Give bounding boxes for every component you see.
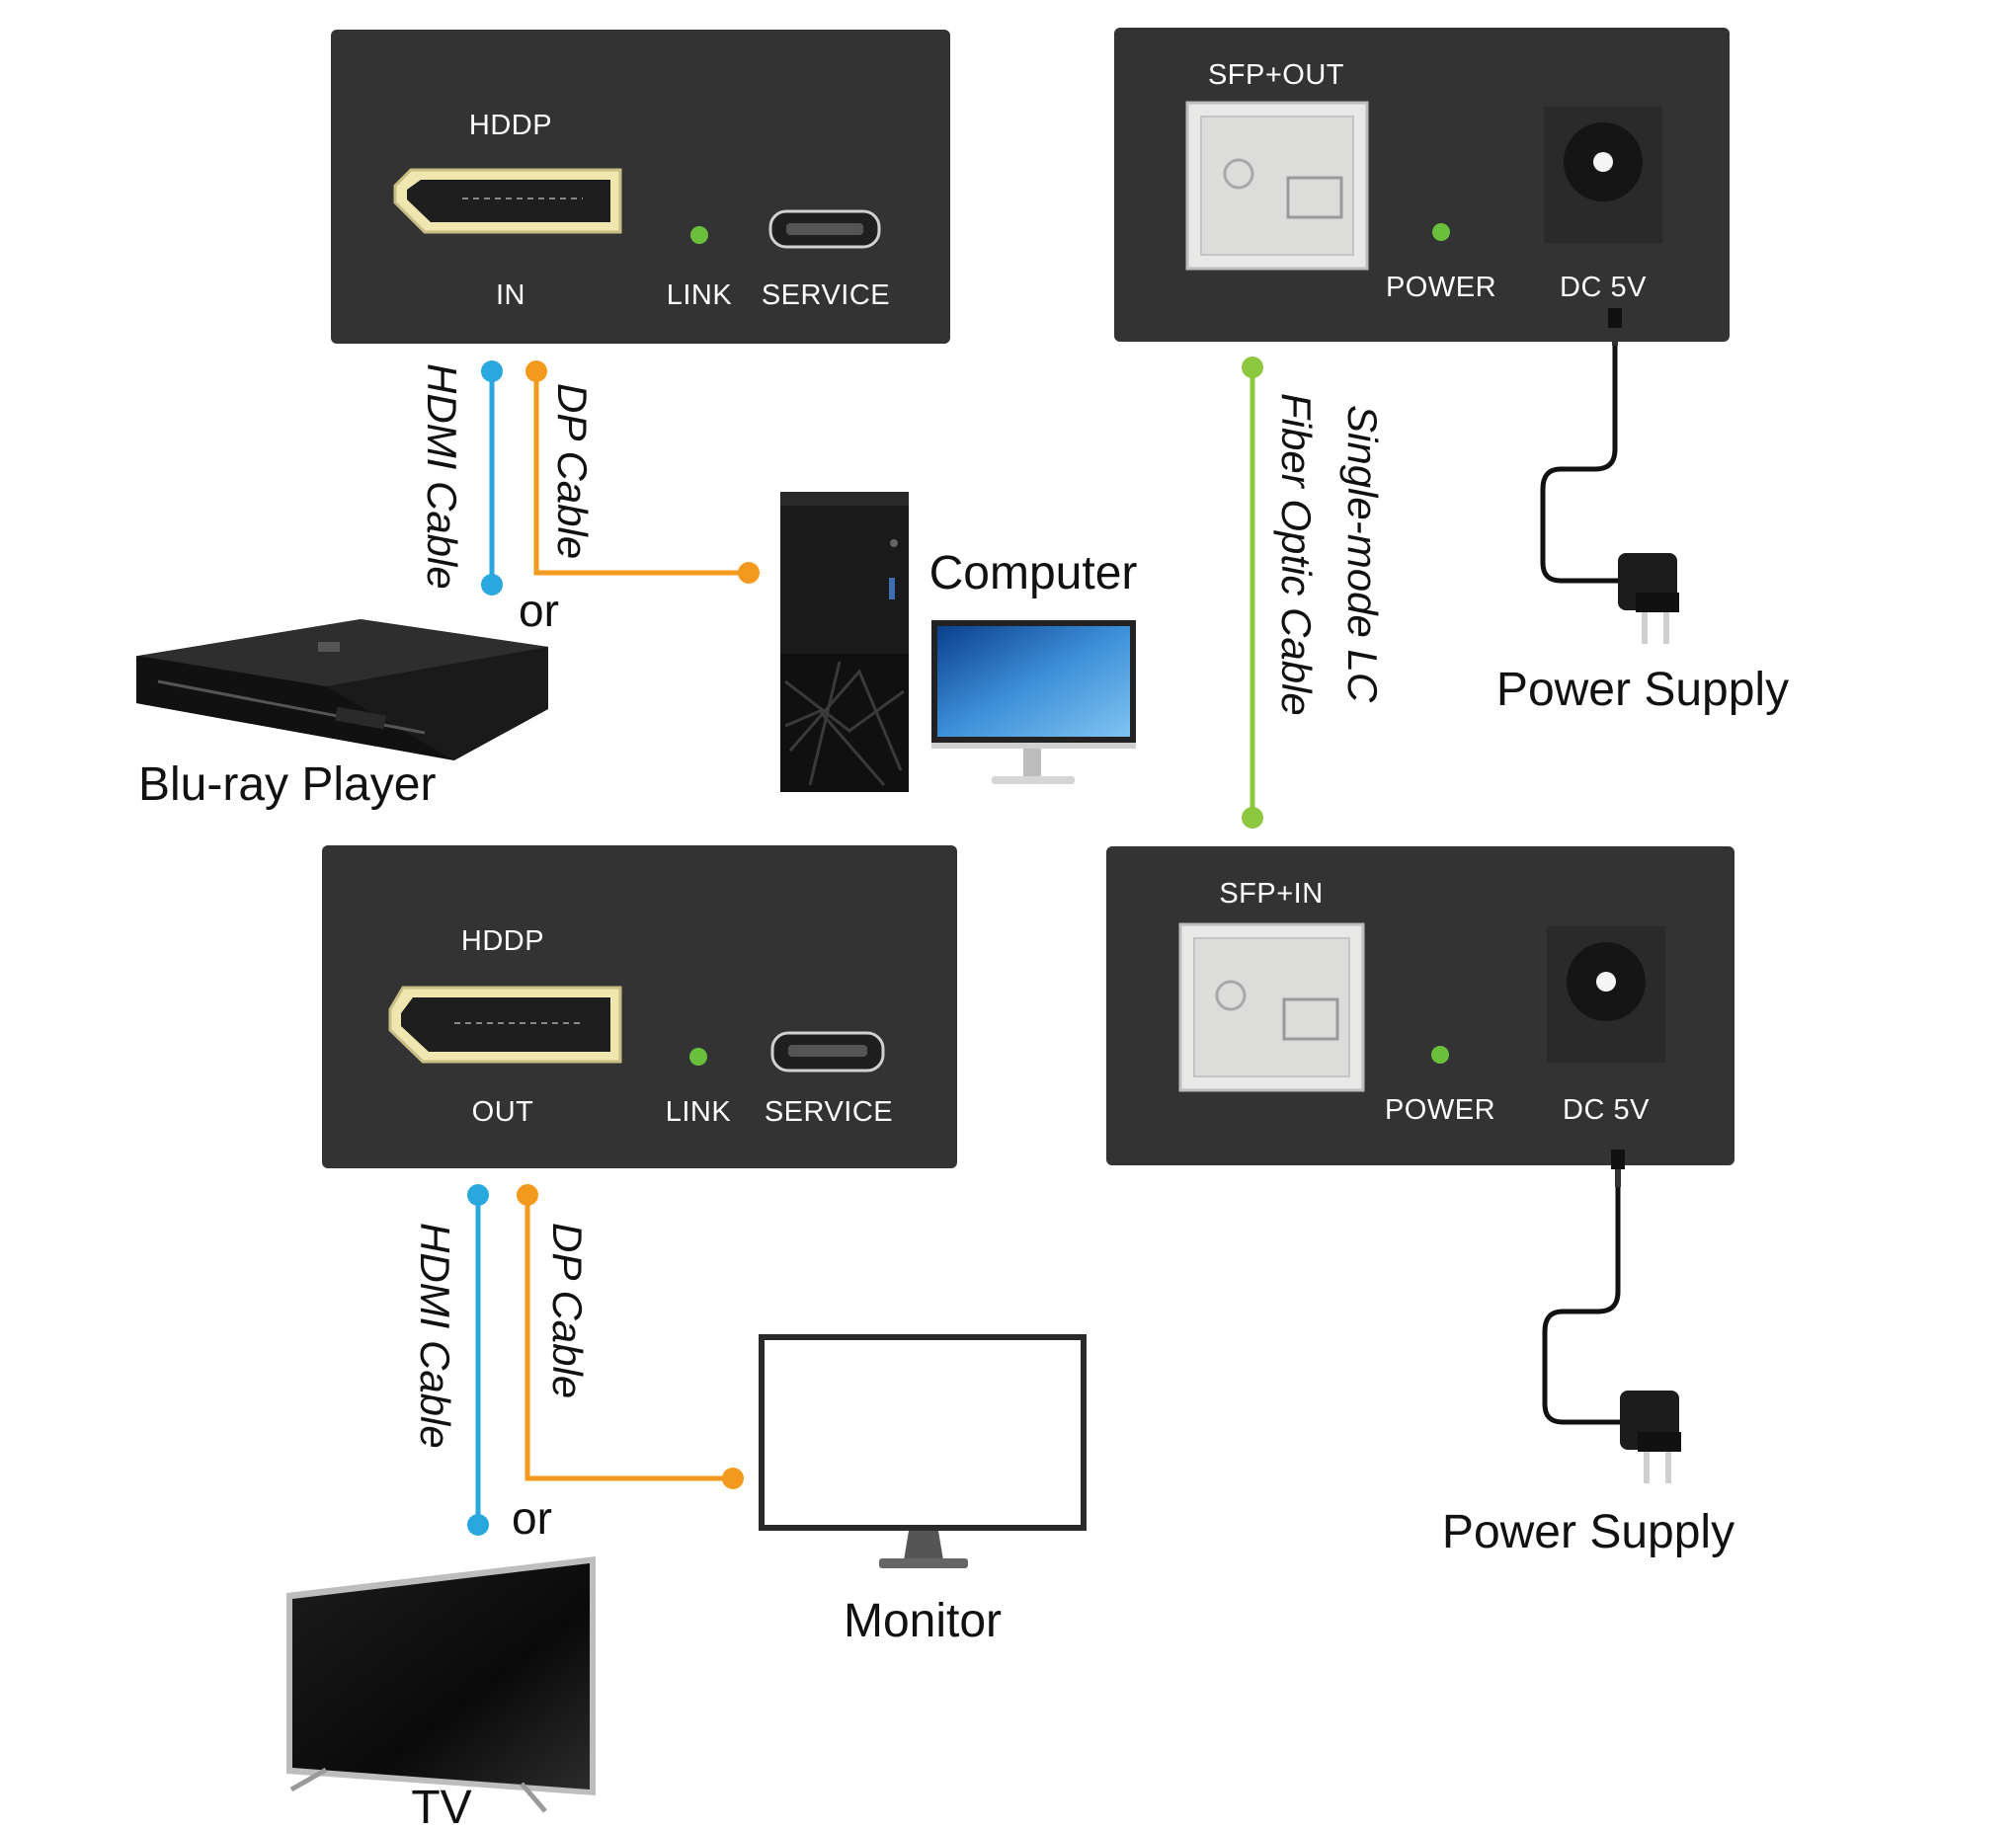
link-label: LINK xyxy=(666,1096,732,1128)
dp-cable-bottom xyxy=(517,1184,744,1489)
hdmi-cable-top xyxy=(481,360,503,596)
usb-c-service-port-icon[interactable] xyxy=(770,1031,885,1073)
link-led-icon xyxy=(689,1048,707,1066)
displayport-connector-icon[interactable] xyxy=(393,168,622,234)
out-label: OUT xyxy=(472,1096,534,1128)
monitor-icon xyxy=(759,1334,1087,1568)
dp-cable-top xyxy=(525,360,760,584)
dc-5v-label: DC 5V xyxy=(1560,272,1647,303)
blu-ray-player-label: Blu-ray Player xyxy=(138,758,436,811)
power-led-icon xyxy=(1432,223,1450,241)
dc-jack-icon[interactable] xyxy=(1544,107,1662,243)
monitor-label: Monitor xyxy=(844,1595,1002,1647)
sfp-cage-icon[interactable] xyxy=(1185,101,1369,271)
link-label: LINK xyxy=(667,279,733,311)
sfp-in-label: SFP+IN xyxy=(1219,878,1323,910)
link-led-icon xyxy=(690,226,708,244)
tv-icon xyxy=(286,1556,596,1813)
in-label: IN xyxy=(496,279,525,311)
sfp-cage-icon[interactable] xyxy=(1178,922,1365,1092)
hdmi-cable-label-bottom: HDMI Cable xyxy=(412,1223,458,1449)
tv-label: TV xyxy=(411,1782,471,1829)
hddp-label: HDDP xyxy=(469,110,552,141)
power-supply-top-label: Power Supply xyxy=(1496,664,1789,716)
fiber-cable-label-line2: Fiber Optic Cable xyxy=(1273,393,1320,716)
dc-jack-icon[interactable] xyxy=(1547,926,1665,1063)
hdmi-cable-bottom xyxy=(467,1184,489,1536)
panel-body xyxy=(322,845,957,1168)
computer-label: Computer xyxy=(929,547,1138,599)
power-label: POWER xyxy=(1385,1094,1495,1126)
blu-ray-player-icon xyxy=(136,619,548,760)
hdmi-cable-label-top: HDMI Cable xyxy=(419,363,465,590)
power-supply-bottom-label: Power Supply xyxy=(1442,1506,1734,1558)
sfp-out-label: SFP+OUT xyxy=(1208,59,1344,91)
or-label-bottom: or xyxy=(512,1492,552,1544)
or-label-top: or xyxy=(519,585,559,636)
power-supply-top-icon xyxy=(1540,308,1679,644)
power-led-icon xyxy=(1431,1046,1449,1064)
receiver-fiber-panel: SFP+IN POWER DC 5V xyxy=(1106,846,1734,1165)
fiber-optic-cable xyxy=(1242,357,1263,829)
panel-body xyxy=(331,30,950,344)
receiver-display-panel: HDDP OUT LINK SERVICE xyxy=(322,845,957,1168)
power-label: POWER xyxy=(1386,272,1496,303)
fiber-cable-label-line1: Single-mode LC xyxy=(1339,405,1386,703)
computer-monitor-icon xyxy=(931,620,1136,784)
dp-cable-label-top: DP Cable xyxy=(549,383,596,559)
dc-5v-label: DC 5V xyxy=(1563,1094,1650,1126)
power-supply-bottom-icon xyxy=(1542,1150,1681,1483)
usb-c-service-port-icon[interactable] xyxy=(768,209,881,249)
hddp-label: HDDP xyxy=(461,925,544,957)
transmitter-fiber-panel: SFP+OUT POWER DC 5V xyxy=(1114,28,1730,342)
displayport-connector-icon[interactable] xyxy=(388,986,622,1064)
computer-tower-icon xyxy=(780,492,909,792)
transmitter-source-panel: HDDP IN LINK SERVICE xyxy=(331,30,950,344)
service-label: SERVICE xyxy=(762,279,890,311)
dp-cable-label-bottom: DP Cable xyxy=(544,1223,591,1398)
service-label: SERVICE xyxy=(765,1096,893,1128)
